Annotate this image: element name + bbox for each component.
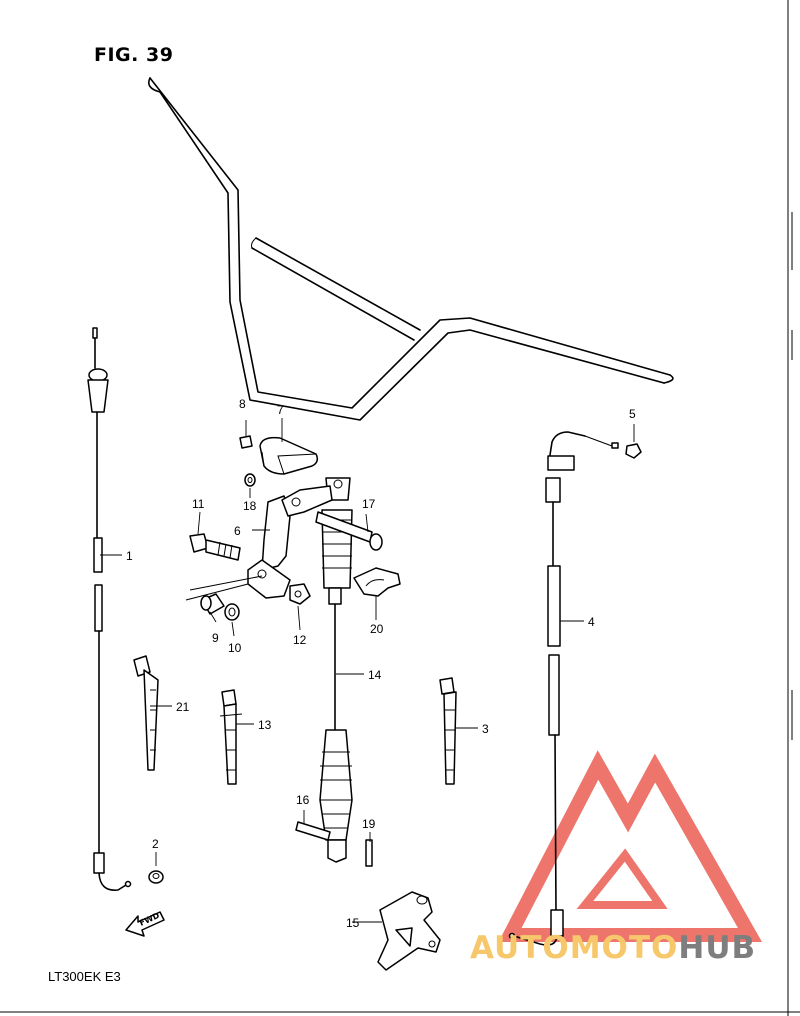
- watermark-text-part-b: HUB: [678, 930, 757, 966]
- cable-14: [319, 477, 353, 863]
- callout-14: 14: [368, 668, 382, 682]
- callout-18: 18: [243, 499, 257, 513]
- callout-1: 1: [126, 549, 133, 563]
- callout-7: 7: [277, 403, 284, 417]
- washer-10: [224, 603, 240, 621]
- nut-5: [625, 443, 642, 459]
- bolt-11: [189, 533, 241, 561]
- callout-3: 3: [482, 722, 489, 736]
- watermark-logo: [498, 750, 763, 942]
- cable-1: [87, 327, 132, 891]
- watermark-text: AUTOMOTOHUB: [470, 930, 756, 966]
- handlebar: [147, 77, 674, 421]
- cover-7: [259, 436, 319, 475]
- pin-17: [315, 511, 383, 551]
- bracket-15: [377, 891, 441, 971]
- pin-19: [365, 839, 373, 867]
- model-code: LT300EK E3: [48, 969, 121, 984]
- cable-tie-3: [439, 677, 457, 785]
- callout-6: 6: [234, 524, 241, 538]
- leader-lines: [100, 418, 635, 923]
- fwd-arrow: FWD: [125, 911, 165, 937]
- callout-19: 19: [362, 817, 376, 831]
- nut-12: [289, 583, 311, 605]
- callout-13: 13: [258, 718, 272, 732]
- callout-5: 5: [629, 407, 636, 421]
- callout-9: 9: [212, 631, 219, 645]
- callout-20: 20: [370, 622, 384, 636]
- callout-11: 11: [192, 497, 205, 511]
- lever-bracket-6: [185, 485, 333, 601]
- washer-18: [244, 473, 256, 487]
- watermark-text-part-a: AUTOMOTO: [470, 930, 679, 966]
- callout-15: 15: [346, 916, 360, 930]
- callout-17: 17: [362, 497, 376, 511]
- cable-tie-13: [219, 689, 243, 785]
- callout-21: 21: [176, 700, 190, 714]
- callout-12: 12: [293, 633, 307, 647]
- nut-2: [148, 870, 164, 884]
- cable-4: [508, 431, 619, 946]
- bolt-8: [239, 420, 253, 449]
- callout-4: 4: [588, 615, 595, 629]
- clip-20: [353, 567, 401, 597]
- callout-10: 10: [228, 641, 242, 655]
- figure-title: FIG. 39: [94, 44, 174, 66]
- callout-16: 16: [296, 793, 310, 807]
- bolt-16: [295, 810, 331, 841]
- callout-2: 2: [152, 837, 159, 851]
- collar-9: [200, 593, 225, 615]
- cable-tie-21: [133, 655, 159, 771]
- callout-8: 8: [239, 397, 246, 411]
